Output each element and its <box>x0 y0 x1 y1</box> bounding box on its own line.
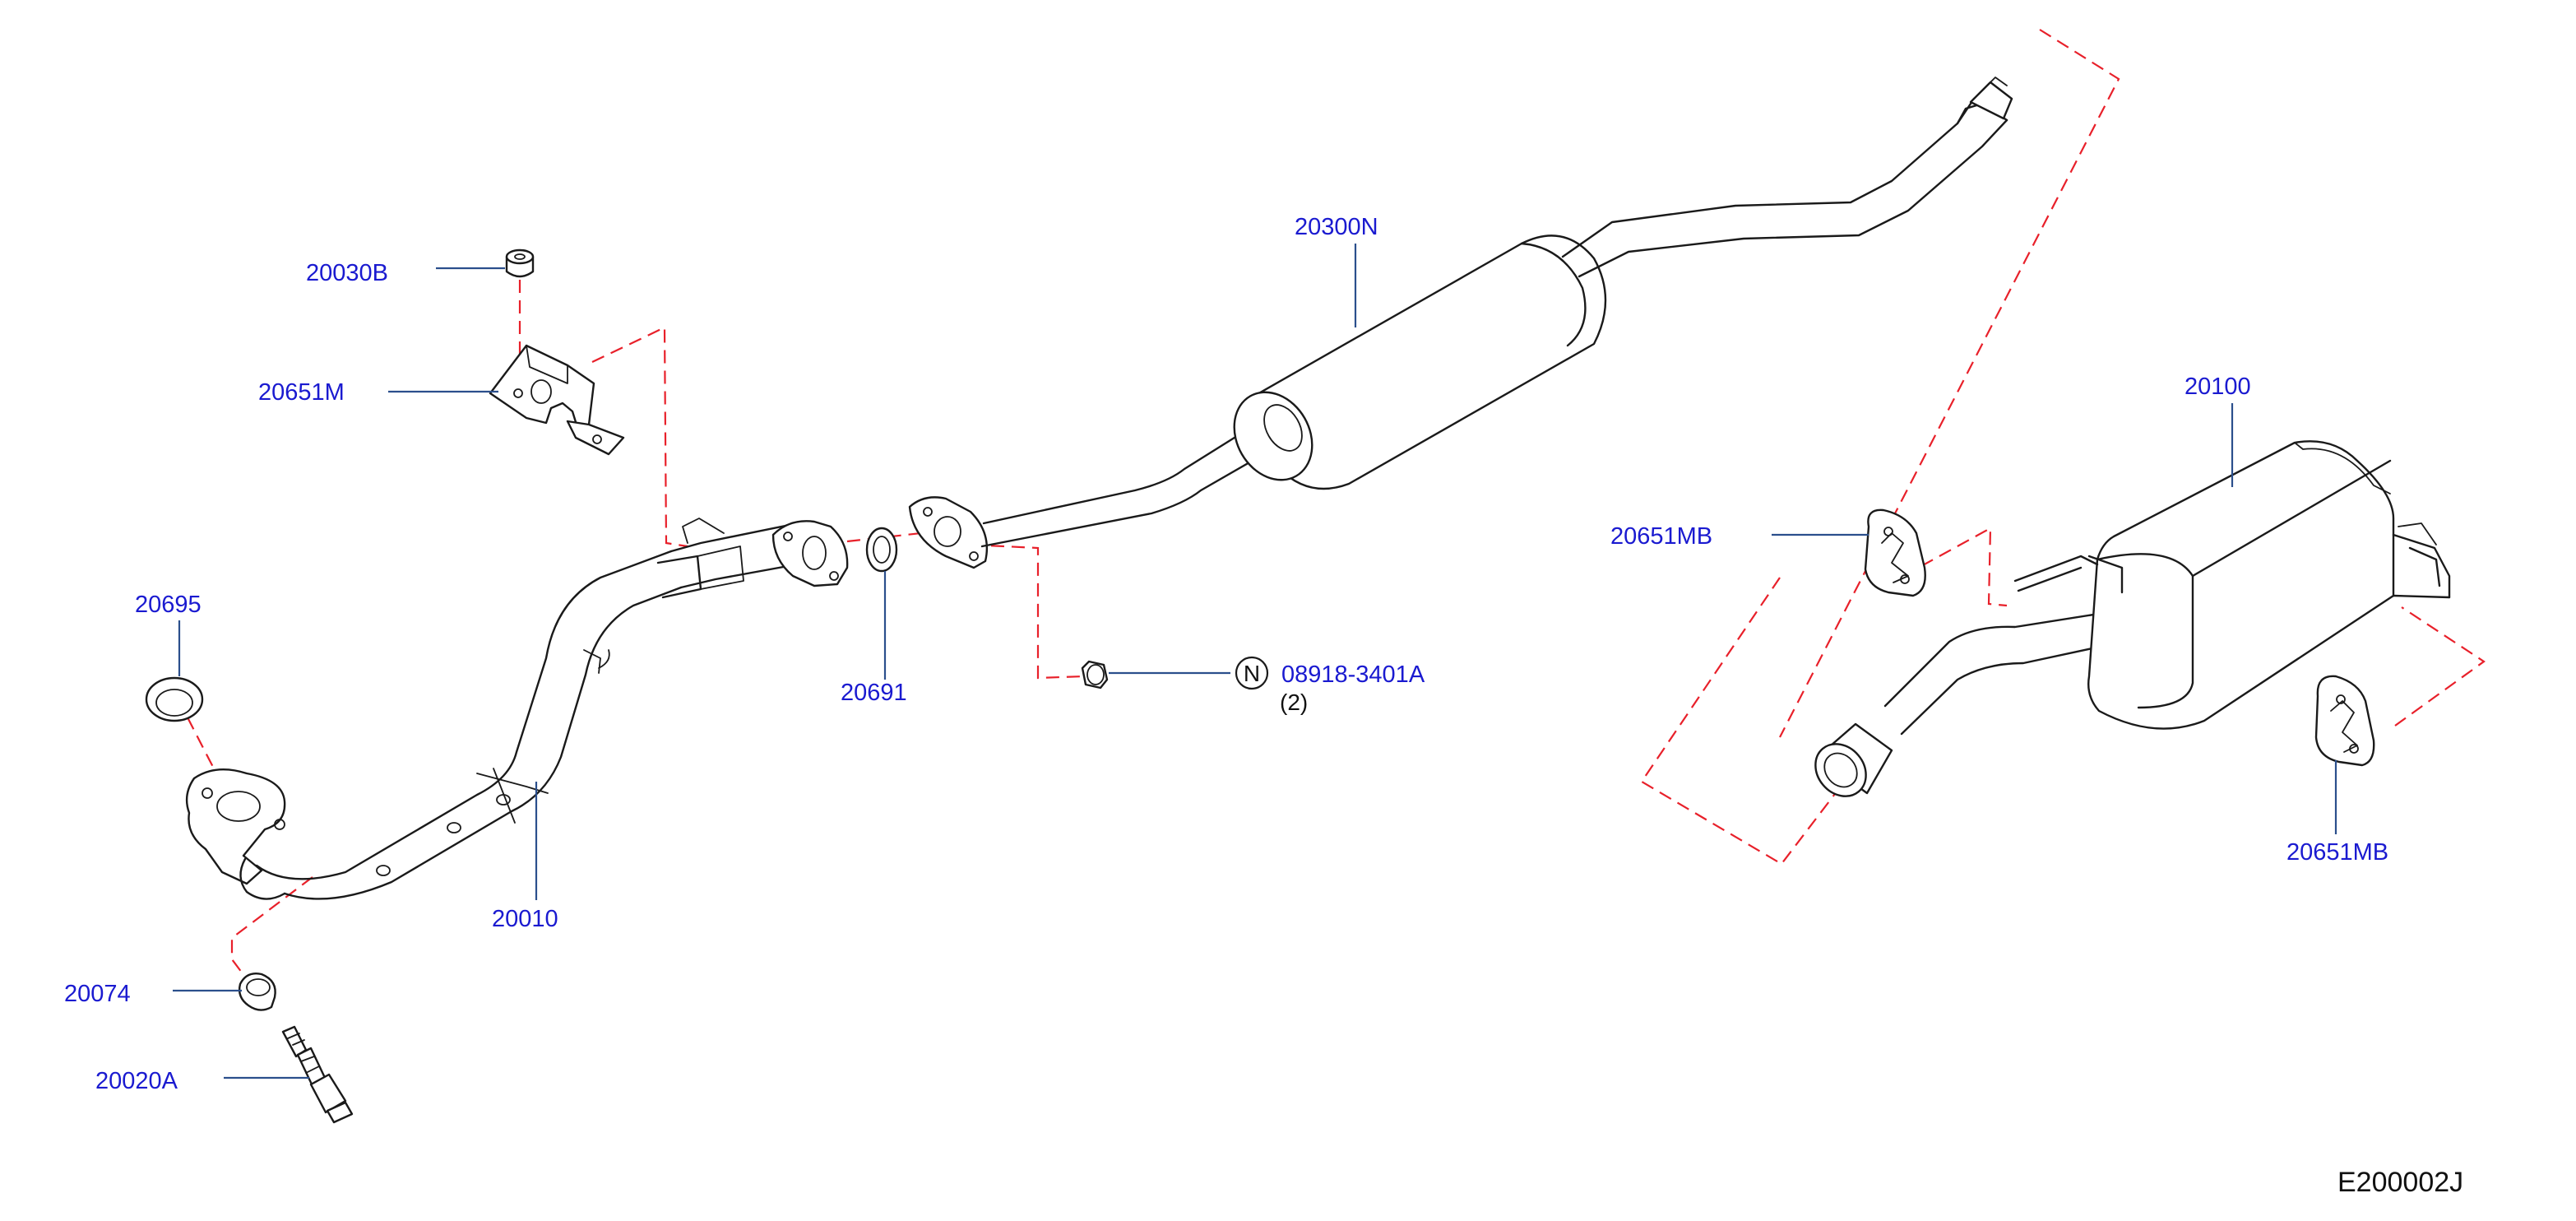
leader-lines <box>173 244 2337 1079</box>
callout-20010: 20010 <box>492 906 558 932</box>
callout-20695: 20695 <box>135 592 202 618</box>
hanger-20651MB-top <box>1864 508 1926 597</box>
callout-20074: 20074 <box>64 981 131 1007</box>
figure-code: E200002J <box>2337 1167 2463 1198</box>
badge-n-letter: N <box>1244 661 1260 686</box>
callout-08918-quantity: (2) <box>1280 689 1308 715</box>
callout-20100: 20100 <box>2185 374 2251 400</box>
phantom-line-nut <box>970 543 1085 680</box>
phantom-line-sensor <box>230 876 313 980</box>
bracket-20651M <box>489 344 625 456</box>
center-muffler-20300N <box>908 77 2013 569</box>
phantom-line-hanger-rear-top <box>1920 527 2008 607</box>
hanger-20651MB-bottom <box>2314 675 2375 767</box>
callout-08918-3401A: 08918-3401A <box>1281 662 1425 688</box>
nut-08918-3401A <box>1081 660 1109 689</box>
callout-20651M: 20651M <box>258 379 345 406</box>
phantom-line-hanger-front <box>591 326 688 548</box>
callout-08918-badge: N <box>1235 656 1269 690</box>
phantom-line-outline-main <box>1779 29 2120 738</box>
callout-labels: 20030B 20651M 20695 20010 20074 20020A 2… <box>64 214 2388 1094</box>
oxygen-sensor-20020A <box>281 1025 354 1124</box>
callout-20651MB-bottom: 20651MB <box>2286 839 2388 866</box>
front-tube-20010 <box>185 518 849 900</box>
seal-20074 <box>238 973 276 1011</box>
phantom-line-hanger-rear-bottom <box>2394 606 2486 727</box>
phantom-line-outline-lower <box>1640 577 1851 866</box>
callout-20020A: 20020A <box>95 1068 178 1094</box>
callout-20651MB-top: 20651MB <box>1610 523 1712 550</box>
gasket-20691 <box>865 527 898 573</box>
callout-20030B: 20030B <box>306 260 388 286</box>
gasket-20695 <box>145 676 204 722</box>
rear-muffler-20100 <box>1814 440 2451 797</box>
callout-20691: 20691 <box>841 680 907 706</box>
nut-20030B <box>505 248 535 278</box>
callout-20300N: 20300N <box>1295 214 1378 240</box>
phantom-lines <box>187 29 2486 980</box>
